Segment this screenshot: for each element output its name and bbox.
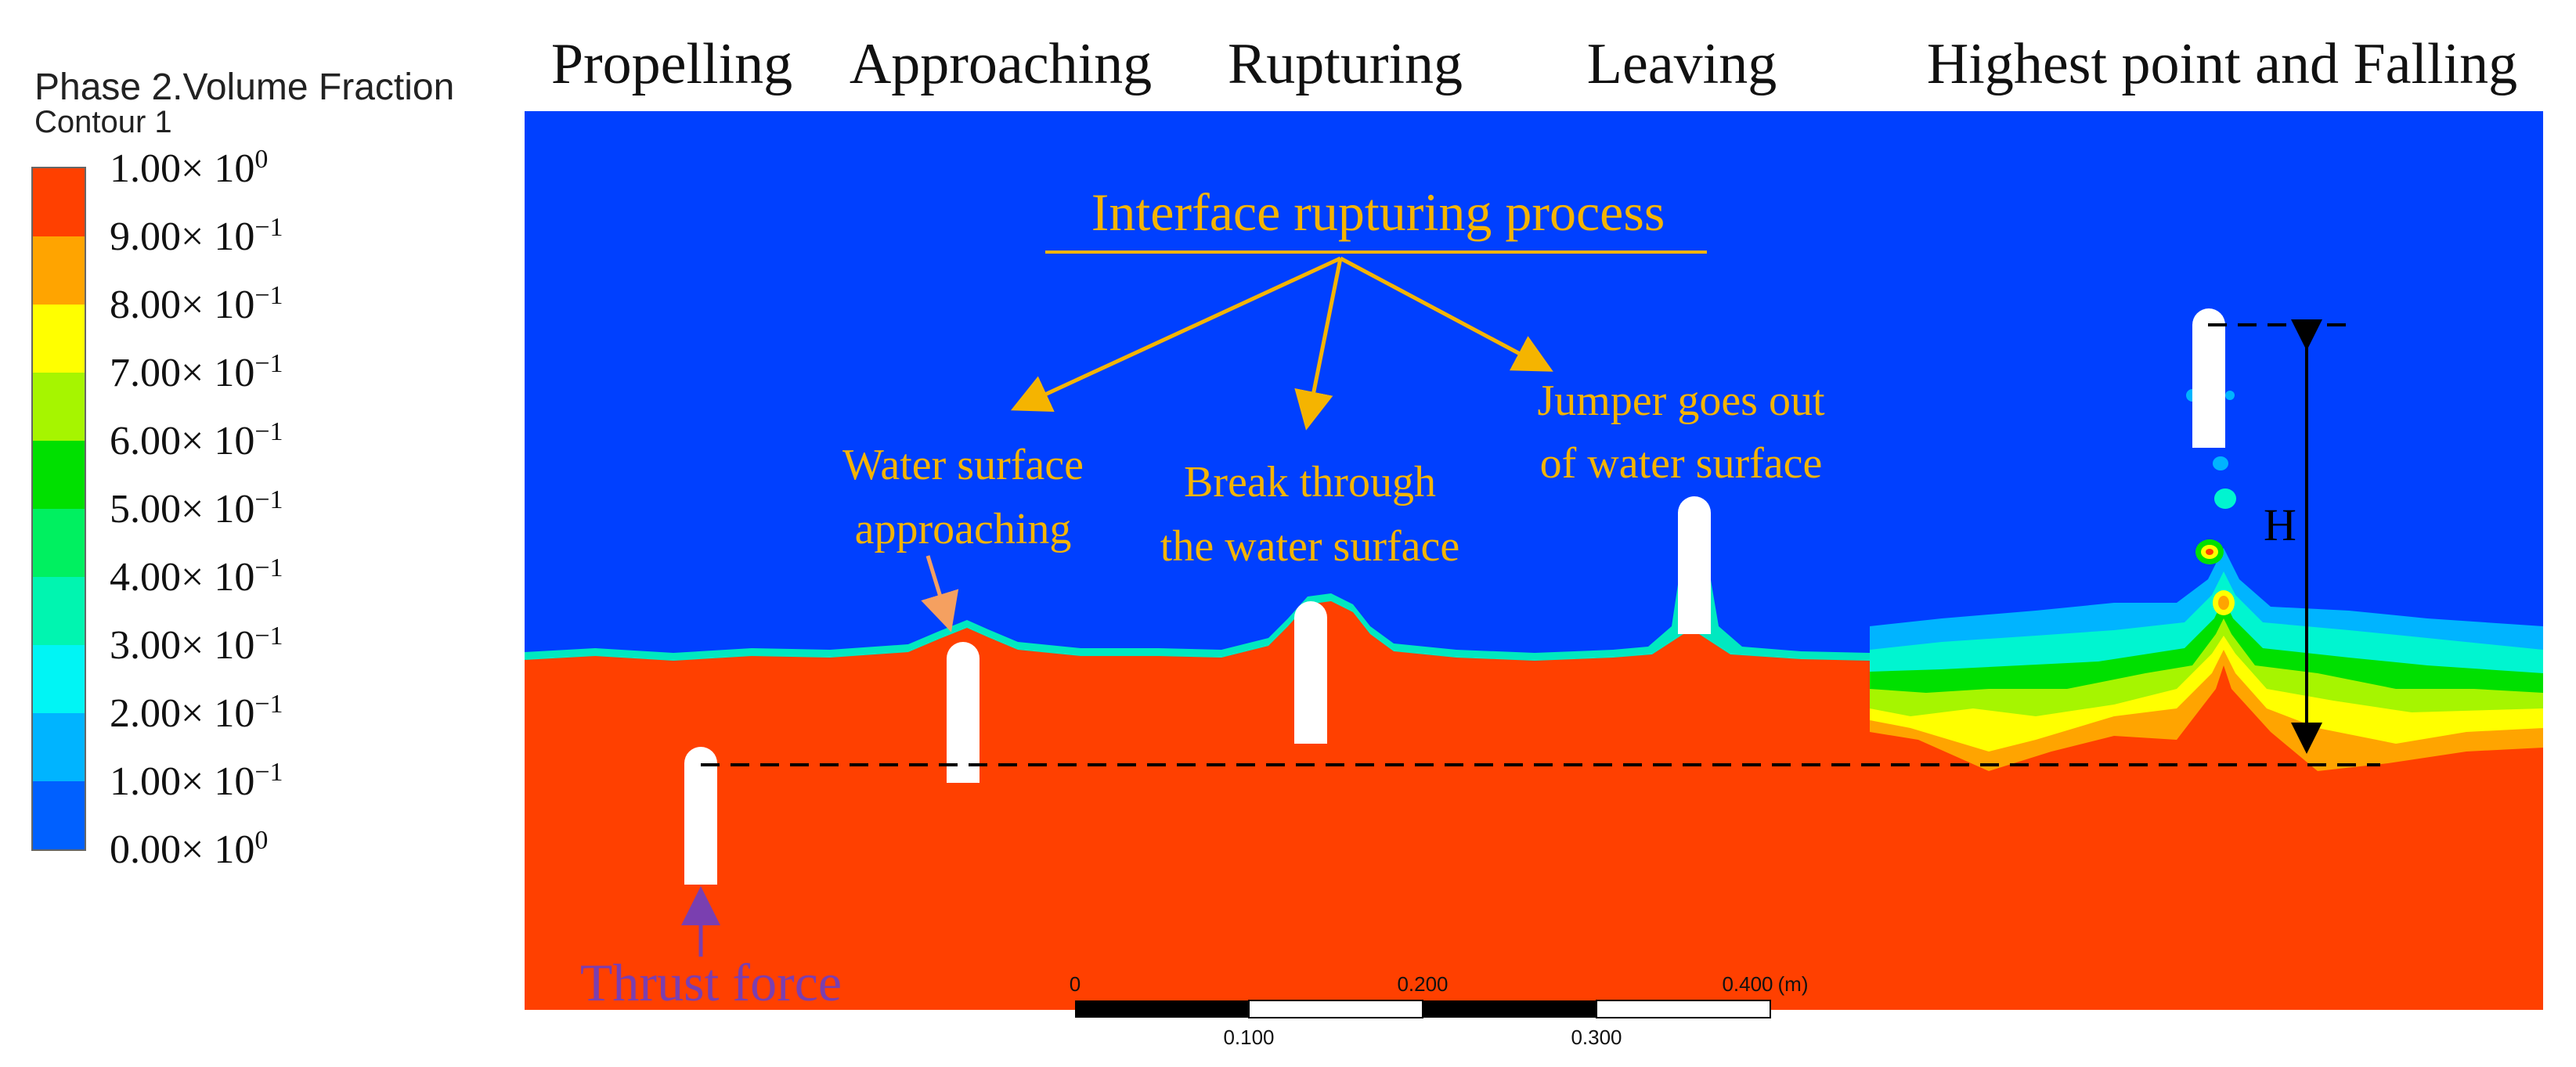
interface-label: Interface rupturing process xyxy=(1091,182,1665,242)
colorbar-tick-label: 5.00× 10−1 xyxy=(110,485,283,532)
colorbar-tick-label: 3.00× 10−1 xyxy=(110,621,283,669)
colorbar-tick-label: 6.00× 10−1 xyxy=(110,416,283,464)
annotations: Interface rupturing process Water surfac… xyxy=(580,182,1825,1012)
legend-title: Phase 2.Volume Fraction xyxy=(34,67,455,108)
colorbar-band xyxy=(33,645,85,713)
phase-label-propelling: Propelling xyxy=(550,32,793,96)
colorbar-band xyxy=(33,441,85,509)
colorbar-band xyxy=(33,781,85,849)
phase-label-rupturing: Rupturing xyxy=(1227,32,1463,96)
scale-seg-2 xyxy=(1248,1000,1423,1018)
scale-label-0.100: 0.100 xyxy=(1223,1026,1274,1049)
colorbar-band xyxy=(33,713,85,781)
jumper-rupturing xyxy=(1294,601,1327,744)
domain-left xyxy=(525,111,1870,1010)
height-label: H xyxy=(2264,499,2296,550)
colorbar xyxy=(31,167,86,851)
colorbar-band xyxy=(33,305,85,373)
colorbar-tick-label: 7.00× 10−1 xyxy=(110,348,283,396)
colorbar-tick-label: 1.00× 10−1 xyxy=(110,757,283,805)
scale-label-0.400: 0.400 xyxy=(1722,972,1773,996)
scale-seg-4 xyxy=(1596,1000,1771,1018)
colorbar-tick-label: 2.00× 10−1 xyxy=(110,689,283,737)
colorbar-band xyxy=(33,373,85,441)
colorbar-tick-label: 9.00× 10−1 xyxy=(110,212,283,260)
colorbar-band xyxy=(33,236,85,305)
jumper-out-label-line2: of water surface xyxy=(1540,439,1823,488)
domain-right xyxy=(1870,111,2543,1010)
scale-unit: (m) xyxy=(1778,972,1809,996)
colorbar-band xyxy=(33,509,85,577)
scale-label-0.300: 0.300 xyxy=(1571,1026,1622,1049)
thrust-label: Thrust force xyxy=(580,953,842,1012)
break-label-line1: Break through xyxy=(1184,458,1436,506)
jumpers xyxy=(684,308,2225,885)
phase-label-approaching: Approaching xyxy=(849,32,1153,96)
jumper-leaving xyxy=(1678,496,1711,634)
legend-subtitle: Contour 1 xyxy=(34,105,172,139)
jumper-propelling xyxy=(684,747,717,885)
jumper-out-label-line1: Jumper goes out xyxy=(1537,377,1825,425)
water-region xyxy=(525,601,1870,1010)
phase-label-leaving: Leaving xyxy=(1586,32,1777,96)
scale-bar: 0 0.200 0.400 (m) 0.100 0.300 xyxy=(1070,972,1809,1049)
colorbar-tick-label: 1.00× 100 xyxy=(110,144,269,192)
scale-seg-3 xyxy=(1423,1000,1596,1018)
scale-seg-1 xyxy=(1075,1000,1249,1018)
height-marker: H xyxy=(701,319,2380,766)
colorbar-tick-label: 0.00× 100 xyxy=(110,825,269,873)
jumper-approaching xyxy=(947,642,980,783)
break-label-line2: the water surface xyxy=(1160,522,1459,571)
colorbar-band xyxy=(33,577,85,645)
jumper-highest xyxy=(2192,308,2225,448)
colorbar-tick-label: 4.00× 10−1 xyxy=(110,553,283,600)
colorbar-band xyxy=(33,168,85,236)
scale-label-0: 0 xyxy=(1070,972,1081,996)
colorbar-tick-label: 8.00× 10−1 xyxy=(110,280,283,328)
approaching-label-line2: approaching xyxy=(855,505,1072,553)
phase-label-highest-falling: Highest point and Falling xyxy=(1926,32,2518,96)
approaching-label-line1: Water surface xyxy=(842,441,1084,489)
scale-label-0.200: 0.200 xyxy=(1397,972,1448,996)
